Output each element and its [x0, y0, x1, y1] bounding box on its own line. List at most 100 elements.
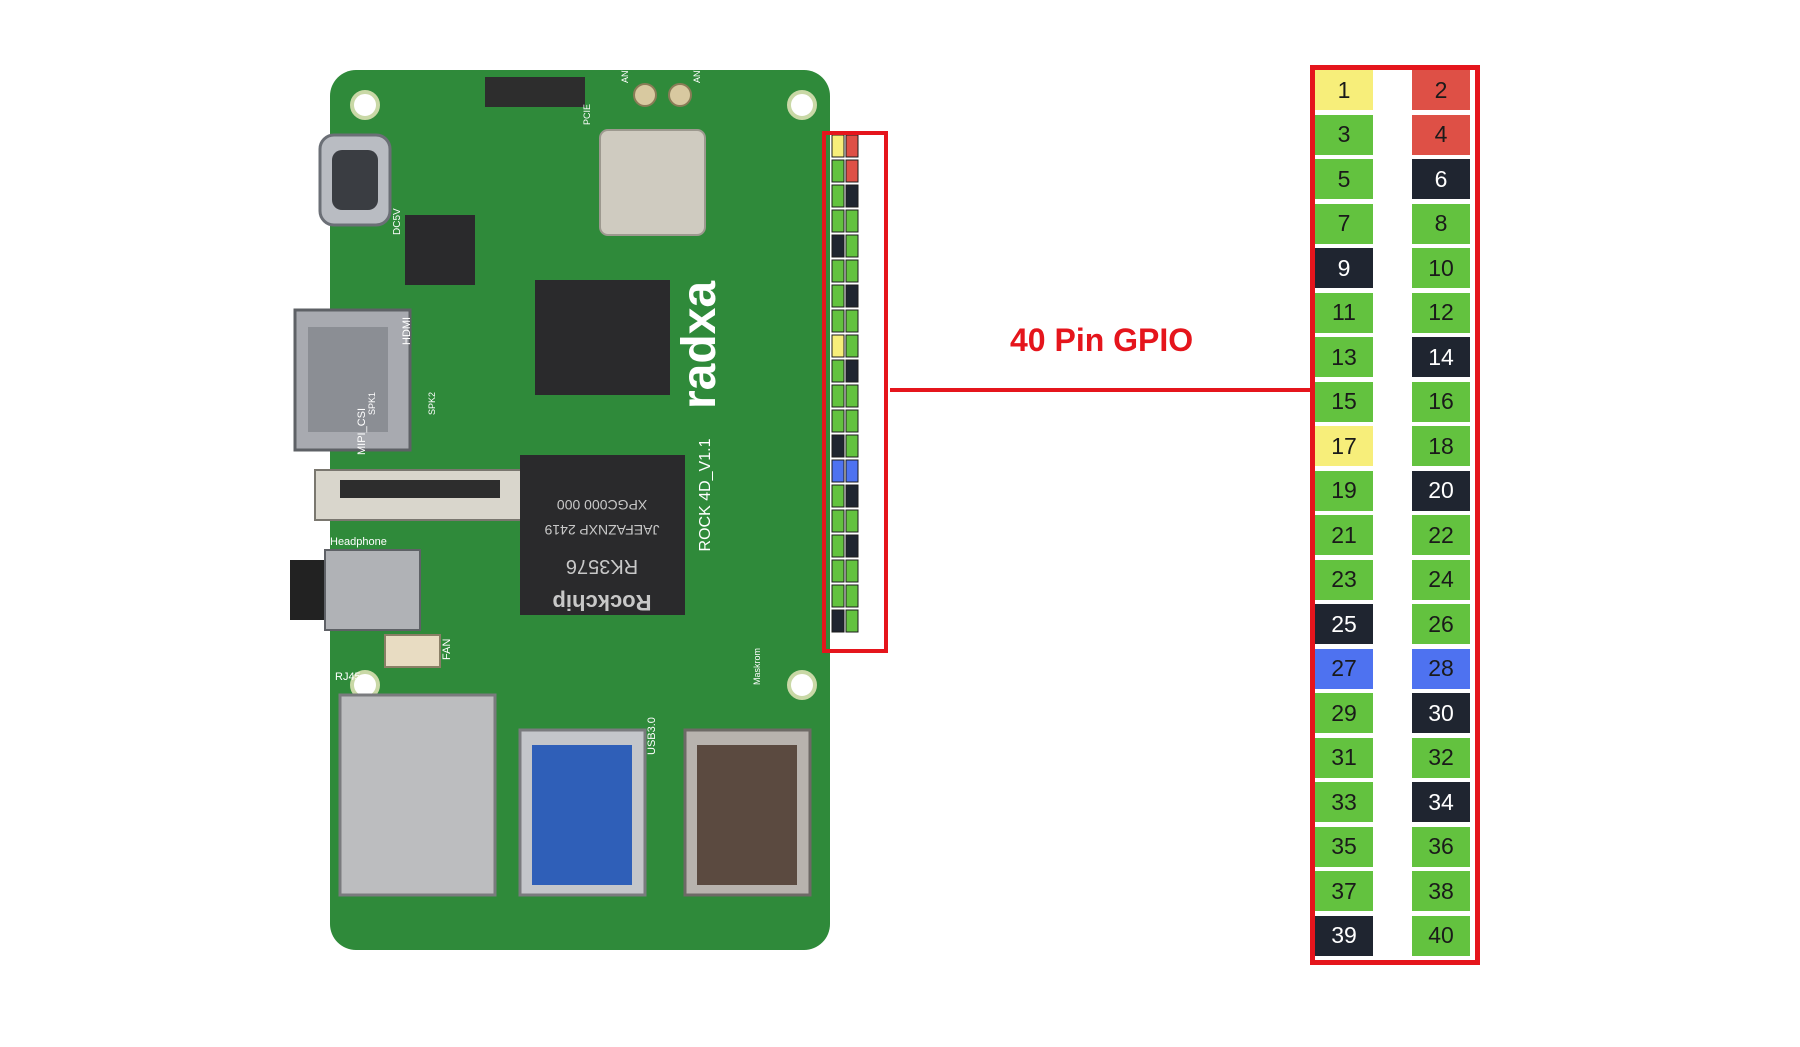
fan-silk-label: FAN [441, 639, 453, 660]
header-pin-33 [831, 534, 845, 558]
soc-brand-label: Rockchip [552, 590, 651, 615]
header-pin-5 [831, 184, 845, 208]
pin-27: 27 [1315, 648, 1373, 691]
pin-14: 14 [1412, 337, 1470, 379]
mount-hole [787, 90, 817, 120]
header-pin-15 [831, 309, 845, 333]
header-pin-25 [831, 434, 845, 458]
gpio-header [831, 134, 859, 633]
header-pin-18 [845, 334, 859, 358]
pin-13: 13 [1315, 337, 1373, 379]
soc-line3-label: XPGC000 000 [557, 497, 647, 513]
rj45-silk-label: RJ45 [335, 671, 361, 683]
pin-25: 25 [1315, 604, 1373, 646]
header-pin-13 [831, 284, 845, 308]
header-pin-32 [845, 509, 859, 533]
pin-5: 5 [1315, 159, 1373, 201]
header-pin-14 [845, 284, 859, 308]
spk2-silk-label: SPK2 [427, 392, 437, 415]
pin-32: 32 [1412, 737, 1470, 780]
header-pin-16 [845, 309, 859, 333]
header-pin-21 [831, 384, 845, 408]
pin-23: 23 [1315, 559, 1373, 602]
header-pin-9 [831, 234, 845, 258]
wifi-module [599, 129, 706, 236]
hdmi-silk-label: HDMI [401, 317, 413, 345]
rock-4d-board: RK3576 JAEFAZNXP 2419 XPGC000 000 Rockch… [290, 60, 859, 950]
pin-19: 19 [1315, 470, 1373, 513]
header-pin-37 [831, 584, 845, 608]
soc-line2-label: JAEFAZNXP 2419 [544, 522, 659, 538]
rj45-port [338, 693, 497, 897]
callout-line [890, 388, 1310, 392]
header-pin-17 [831, 334, 845, 358]
header-pin-20 [845, 359, 859, 383]
pin-26: 26 [1412, 604, 1470, 646]
dc-silk-label: DC5V [392, 208, 403, 235]
header-pin-11 [831, 259, 845, 283]
pin-10: 10 [1412, 248, 1470, 290]
pin-40: 40 [1412, 915, 1470, 958]
pin-11: 11 [1315, 292, 1373, 335]
pin-12: 12 [1412, 292, 1470, 335]
header-pin-3 [831, 159, 845, 183]
pin-36: 36 [1412, 826, 1470, 869]
header-pin-10 [845, 234, 859, 258]
ram-chip [535, 280, 670, 395]
header-pin-35 [831, 559, 845, 583]
soc-model-label: RK3576 [566, 555, 638, 577]
header-pin-26 [845, 434, 859, 458]
header-pin-34 [845, 534, 859, 558]
header-pin-28 [845, 459, 859, 483]
pin-30: 30 [1412, 693, 1470, 735]
pcie-silk-label: PCIE [582, 104, 592, 125]
pin-33: 33 [1315, 782, 1373, 824]
pin-16: 16 [1412, 381, 1470, 424]
pin-8: 8 [1412, 203, 1470, 246]
pin-28: 28 [1412, 648, 1470, 691]
pin-7: 7 [1315, 203, 1373, 246]
model-label: ROCK 4D_V1.1 [697, 438, 714, 551]
pin-31: 31 [1315, 737, 1373, 780]
pin-39: 39 [1315, 915, 1373, 958]
brand-logo: radxa [673, 281, 726, 409]
pin-21: 21 [1315, 515, 1373, 557]
header-pin-31 [831, 509, 845, 533]
header-pin-29 [831, 484, 845, 508]
mipi-silk-label: MIPI_CSI [356, 408, 368, 455]
headphone-jack [290, 560, 330, 620]
pin-3: 3 [1315, 114, 1373, 157]
antenna-1-connector [668, 83, 692, 107]
fan-connector [384, 634, 441, 668]
pin-2: 2 [1412, 70, 1470, 112]
header-pin-22 [845, 384, 859, 408]
pin-4: 4 [1412, 114, 1470, 157]
callout-label: 40 Pin GPIO [1010, 322, 1194, 358]
mount-hole [350, 90, 380, 120]
header-pin-30 [845, 484, 859, 508]
antenna-2-connector [633, 83, 657, 107]
ant1-silk-label: ANT1 [692, 60, 702, 83]
header-pin-40 [845, 609, 859, 633]
pmic-chip [405, 215, 475, 285]
header-pin-27 [831, 459, 845, 483]
ant2-silk-label: ANT2 [620, 60, 630, 83]
header-pin-12 [845, 259, 859, 283]
gpio-header-highlight [822, 131, 888, 653]
pin-35: 35 [1315, 826, 1373, 869]
pin-9: 9 [1315, 248, 1373, 290]
header-pin-23 [831, 409, 845, 433]
header-pin-8 [845, 209, 859, 233]
board-image: RK3576 JAEFAZNXP 2419 XPGC000 000 Rockch… [270, 55, 910, 980]
pcie-connector [485, 77, 585, 107]
pin-1: 1 [1315, 70, 1373, 112]
header-pin-36 [845, 559, 859, 583]
pin-20: 20 [1412, 470, 1470, 513]
pin-38: 38 [1412, 871, 1470, 913]
pin-37: 37 [1315, 871, 1373, 913]
pin-15: 15 [1315, 381, 1373, 424]
header-pin-24 [845, 409, 859, 433]
pin-22: 22 [1412, 515, 1470, 557]
maskrom-silk-label: Maskrom [752, 648, 762, 685]
